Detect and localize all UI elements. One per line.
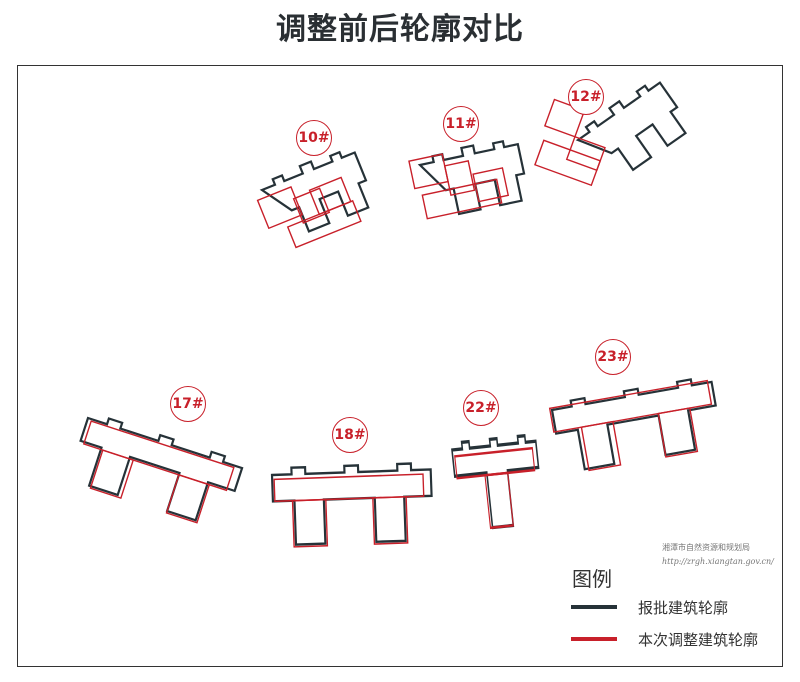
- legend-swatch-adjusted: [571, 637, 617, 641]
- watermark-line1: 湘潭市自然资源和规划局: [662, 543, 750, 552]
- legend-swatch-approved: [571, 605, 617, 609]
- legend-title: 图例: [572, 567, 612, 591]
- building-17-outline: [67, 411, 246, 531]
- building-label-10: 10#: [296, 120, 332, 156]
- watermark-line2: http://zrgh.xiangtan.gov.cn/: [662, 557, 774, 566]
- building-label-17: 17#: [170, 386, 206, 422]
- page-title: 调整前后轮廓对比: [276, 12, 524, 47]
- building-label-18: 18#: [332, 417, 368, 453]
- building-10-outline: [256, 144, 377, 249]
- building-label-11: 11#: [443, 106, 479, 142]
- diagram-frame: [17, 65, 783, 667]
- building-18-outline: [270, 461, 435, 548]
- building-12-outline: [534, 74, 694, 187]
- building-22-outline: [451, 433, 540, 530]
- legend-label-approved: 报批建筑轮廓: [638, 599, 729, 617]
- building-23-outline: [548, 374, 724, 475]
- building-label-22: 22#: [463, 390, 499, 426]
- building-label-23: 23#: [595, 339, 631, 375]
- building-11-outline: [408, 135, 531, 221]
- legend-label-adjusted: 本次调整建筑轮廓: [638, 631, 759, 649]
- building-label-12: 12#: [568, 79, 604, 115]
